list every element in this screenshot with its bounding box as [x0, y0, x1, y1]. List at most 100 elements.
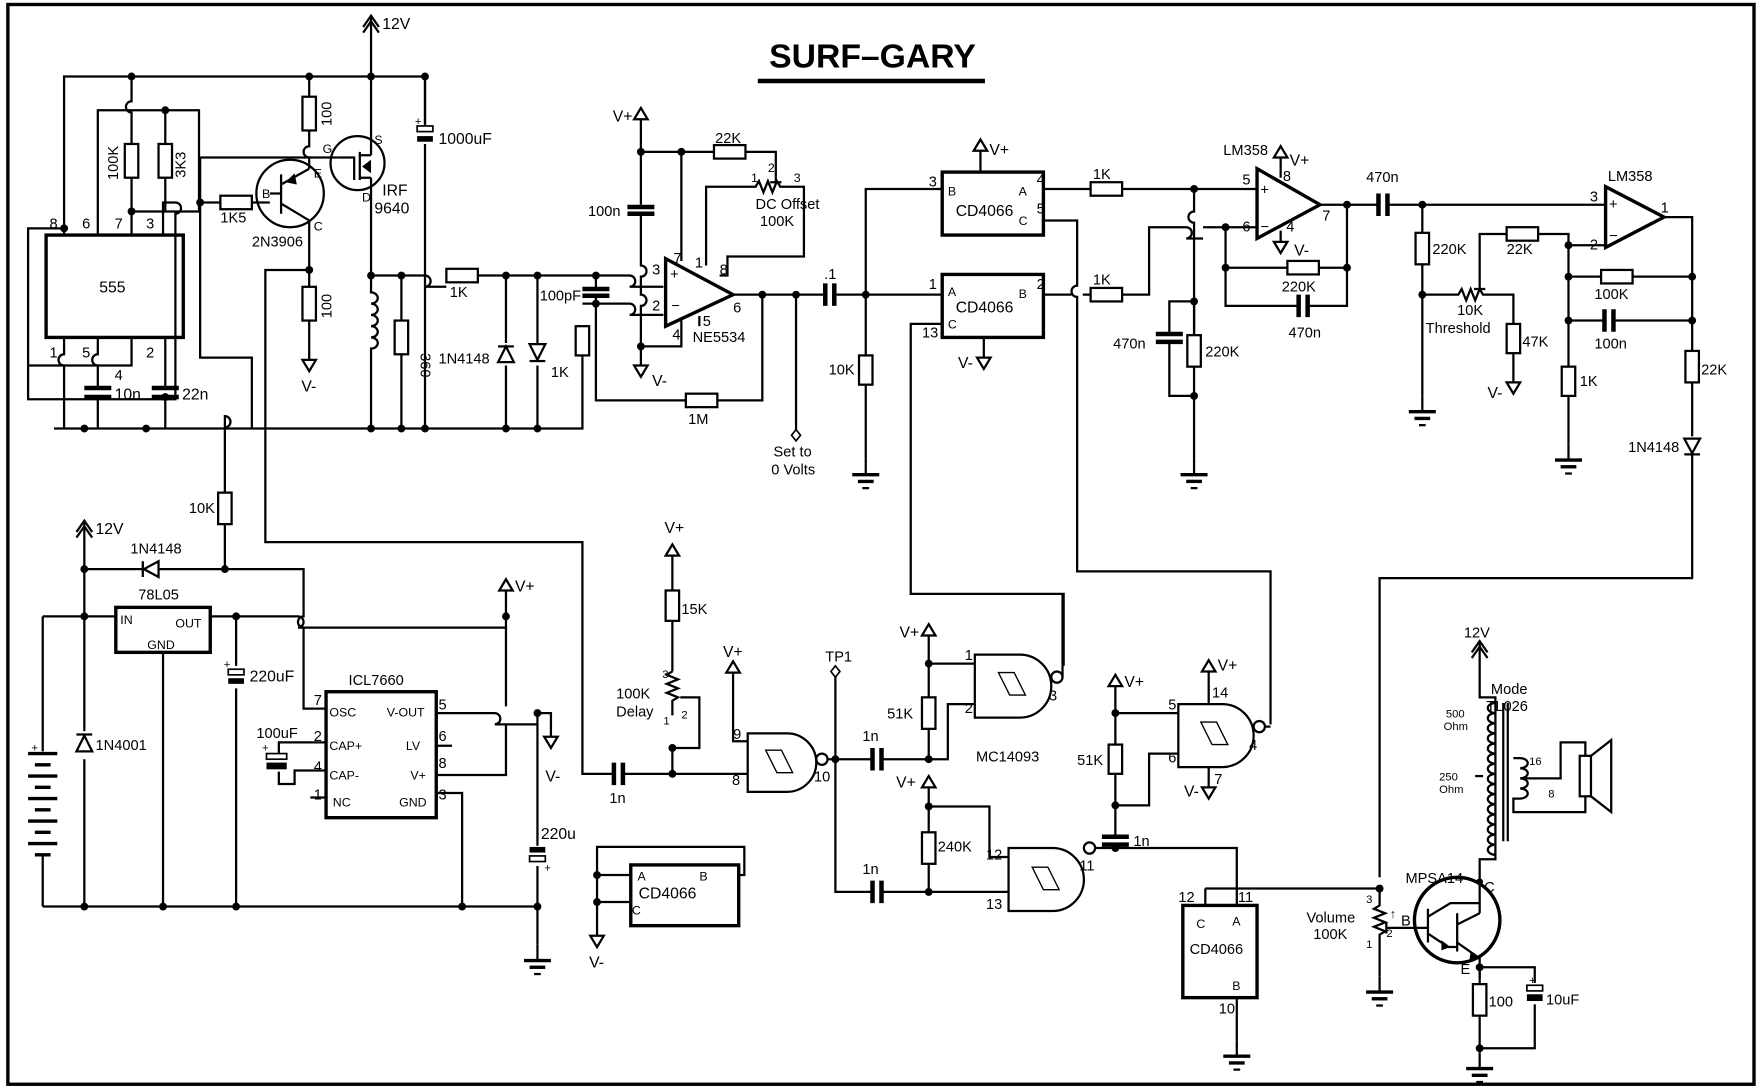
svg-text:1K: 1K	[450, 285, 468, 301]
svg-text:E: E	[1461, 962, 1471, 978]
svg-text:220K: 220K	[1205, 345, 1239, 361]
driver-stage: 12V 100 B E C 2N3906 1K5 V- 100 G S D IR…	[189, 14, 492, 570]
svg-text:100uF: 100uF	[256, 726, 297, 742]
svg-text:5: 5	[82, 346, 90, 362]
svg-text:3: 3	[794, 171, 801, 185]
svg-text:2: 2	[681, 710, 687, 722]
svg-text:C: C	[948, 317, 957, 331]
svg-text:9: 9	[733, 727, 741, 743]
svg-text:78L05: 78L05	[138, 587, 179, 603]
svg-text:MC14093: MC14093	[976, 749, 1039, 765]
timer-r2-label: 3K3	[174, 152, 190, 178]
svg-text:12V: 12V	[96, 521, 124, 538]
svg-text:1: 1	[751, 171, 758, 185]
svg-text:A: A	[1019, 185, 1028, 199]
svg-text:7: 7	[314, 693, 322, 709]
sheet-border	[6, 2, 1756, 1086]
svg-text:V-: V-	[958, 355, 973, 372]
page-title: SURF–GARY	[769, 37, 976, 75]
svg-text:CAP+: CAP+	[329, 739, 362, 753]
svg-text:NE5534: NE5534	[693, 330, 746, 346]
svg-text:8: 8	[439, 756, 447, 772]
svg-text:11: 11	[1238, 890, 1253, 906]
svg-text:CAP-: CAP-	[329, 768, 359, 782]
svg-text:7: 7	[115, 216, 123, 232]
svg-text:V-OUT: V-OUT	[387, 705, 425, 719]
timer-c2-label: 22n	[182, 386, 208, 403]
svg-text:CD4066: CD4066	[956, 300, 1014, 317]
svg-text:V+: V+	[1218, 657, 1238, 674]
svg-text:220uF: 220uF	[250, 669, 295, 686]
svg-text:250: 250	[1439, 772, 1458, 784]
svg-text:6: 6	[82, 216, 90, 232]
svg-text:V+: V+	[989, 142, 1009, 159]
svg-text:6: 6	[439, 729, 447, 745]
svg-text:2N3906: 2N3906	[252, 234, 303, 250]
svg-text:2: 2	[314, 729, 322, 745]
svg-text:51K: 51K	[1077, 753, 1103, 769]
svg-text:V-: V-	[589, 954, 604, 971]
svg-text:7: 7	[1322, 208, 1330, 224]
svg-text:A: A	[948, 285, 957, 299]
svg-text:9640: 9640	[374, 201, 409, 218]
svg-text:+: +	[31, 742, 38, 754]
svg-text:ICL7660: ICL7660	[349, 673, 404, 689]
svg-text:555: 555	[99, 279, 125, 296]
svg-text:1K5: 1K5	[220, 211, 246, 227]
svg-text:10: 10	[1219, 1001, 1235, 1017]
svg-text:LM358: LM358	[1608, 169, 1653, 185]
svg-text:4: 4	[1249, 738, 1257, 754]
timer-r1	[123, 142, 140, 179]
svg-text:+: +	[1529, 975, 1536, 987]
svg-text:V+: V+	[899, 625, 919, 642]
svg-text:C: C	[1484, 880, 1495, 896]
svg-text:V+: V+	[1124, 674, 1144, 691]
svg-text:8: 8	[49, 216, 57, 232]
svg-text:V+: V+	[613, 108, 633, 125]
svg-text:↑: ↑	[1390, 907, 1396, 921]
svg-text:5: 5	[1242, 172, 1250, 188]
svg-text:100: 100	[320, 102, 336, 126]
svg-text:V+: V+	[896, 774, 916, 791]
svg-text:2: 2	[1590, 238, 1598, 254]
svg-text:1N4148: 1N4148	[1628, 440, 1679, 456]
svg-text:V-: V-	[301, 378, 316, 395]
svg-text:470n: 470n	[1113, 337, 1146, 353]
svg-text:10K: 10K	[829, 363, 855, 379]
svg-text:13: 13	[986, 897, 1002, 913]
svg-text:10K: 10K	[189, 501, 215, 517]
svg-text:5: 5	[703, 314, 711, 330]
svg-text:B: B	[262, 187, 270, 201]
svg-text:MPSA14: MPSA14	[1405, 871, 1463, 887]
svg-text:1000uF: 1000uF	[439, 131, 492, 148]
svg-text:1: 1	[314, 788, 322, 804]
svg-text:220K: 220K	[1432, 242, 1466, 258]
svg-text:+: +	[224, 659, 231, 671]
svg-text:2: 2	[1386, 928, 1392, 940]
svg-text:GND: GND	[399, 795, 427, 809]
svg-text:1: 1	[965, 648, 973, 664]
svg-text:12: 12	[986, 847, 1002, 863]
svg-text:0 Volts: 0 Volts	[771, 463, 815, 479]
svg-text:1: 1	[1661, 201, 1669, 217]
timer-c1	[84, 385, 112, 400]
svg-text:11: 11	[1079, 859, 1094, 875]
svg-text:V-: V-	[1184, 783, 1199, 800]
svg-text:B: B	[699, 870, 707, 884]
svg-text:12V: 12V	[382, 16, 410, 33]
svg-text:6: 6	[733, 301, 741, 317]
svg-text:1n: 1n	[862, 729, 878, 745]
svg-text:100: 100	[1489, 995, 1513, 1011]
svg-text:.1: .1	[824, 267, 836, 283]
svg-text:5: 5	[439, 698, 447, 714]
svg-text:S: S	[374, 133, 382, 147]
svg-text:100K: 100K	[616, 686, 650, 702]
upper-ground-bus	[53, 357, 584, 430]
svg-text:1K: 1K	[551, 365, 569, 381]
svg-text:+: +	[1609, 197, 1618, 213]
svg-text:V+: V+	[410, 768, 425, 782]
svg-text:100K: 100K	[1313, 927, 1347, 943]
svg-text:1N4001: 1N4001	[96, 738, 147, 754]
timer-c1-label: 10n	[115, 386, 141, 403]
